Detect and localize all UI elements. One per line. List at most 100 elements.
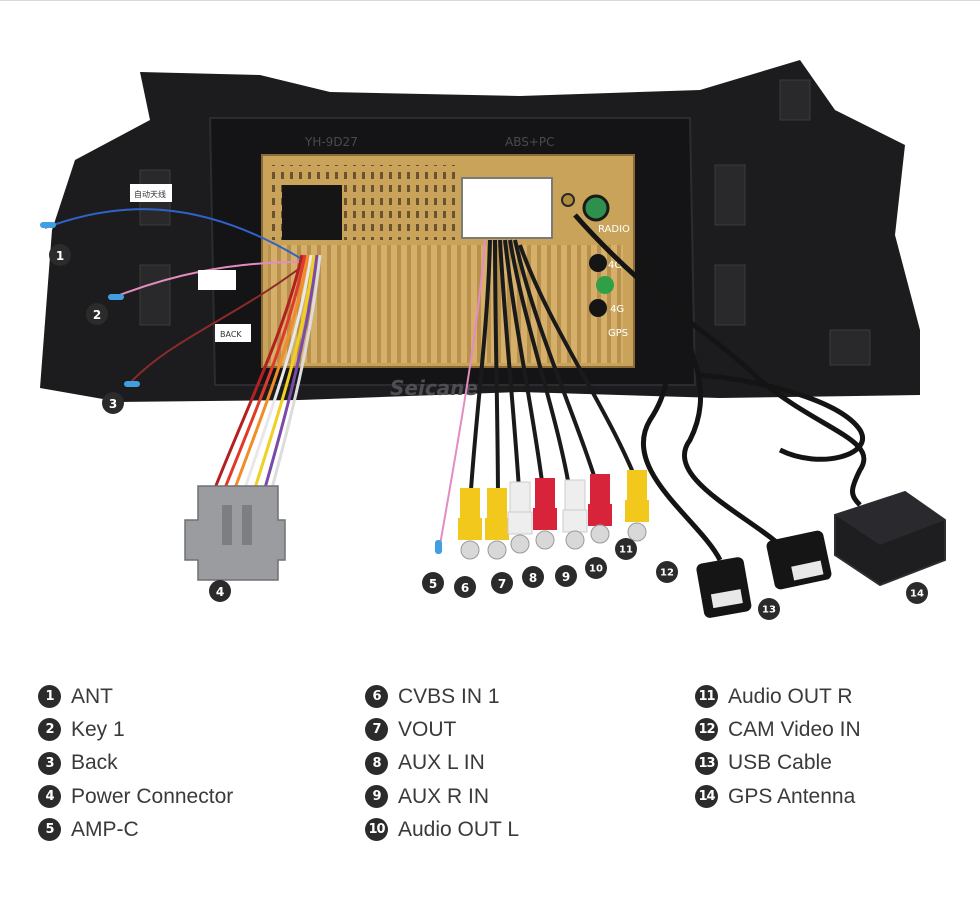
legend-item: 3 Back — [38, 747, 358, 780]
svg-text:12: 12 — [660, 568, 674, 579]
av-harness — [439, 239, 642, 546]
svg-text:BACK: BACK — [220, 330, 242, 339]
panel-print-left: YH-9D27 — [304, 135, 358, 149]
svg-text:5: 5 — [429, 577, 437, 591]
legend-label: VOUT — [398, 717, 457, 741]
ant-lead-tip — [40, 222, 56, 228]
legend-number-badge: 9 — [365, 785, 388, 809]
legend-label: AMP-C — [71, 817, 139, 841]
legend-number-badge: 1 — [38, 685, 61, 709]
marker-3: 3 — [102, 392, 124, 414]
rca-audio-out-r — [588, 474, 612, 544]
legend-number-badge: 13 — [695, 751, 718, 775]
legend-label: GPS Antenna — [728, 784, 856, 808]
legend-item: 1 ANT — [38, 680, 358, 713]
panel-print-right: ABS+PC — [505, 135, 555, 149]
legend-label: USB Cable — [728, 751, 832, 775]
rca-cam-video-in — [625, 470, 649, 542]
power-connector-plug — [184, 485, 286, 581]
legend-item: 5 AMP-C — [38, 813, 358, 846]
radio-label: RADIO — [598, 224, 630, 235]
marker-7: 7 — [491, 572, 513, 594]
main-harness-socket — [461, 177, 553, 239]
marker-11: 11 — [615, 538, 637, 560]
marker-6: 6 — [454, 576, 476, 598]
legend-number-badge: 11 — [695, 685, 718, 709]
watermark: Seicane — [390, 376, 478, 400]
gps-label: GPS — [608, 328, 628, 339]
marker-1: 1 — [49, 244, 71, 266]
marker-4: 4 — [209, 580, 231, 602]
rca-plugs — [458, 470, 649, 560]
svg-text:4: 4 — [216, 585, 224, 599]
rca-audio-out-l — [562, 479, 588, 550]
legend-label: CVBS IN 1 — [398, 684, 500, 708]
marker-13: 13 — [758, 598, 780, 620]
back-lead-tip — [124, 381, 140, 387]
key-tag — [198, 270, 236, 290]
radio-socket — [582, 194, 610, 222]
wiring-diagram: YH-9D27 ABS+PC RADIO 4G 4G GPS Seicane 自… — [40, 60, 946, 620]
svg-text:9: 9 — [562, 570, 570, 584]
legend-number-badge: 8 — [365, 751, 388, 775]
lte-socket — [589, 254, 607, 272]
svg-text:自动天线: 自动天线 — [134, 189, 166, 199]
marker-14: 14 — [906, 582, 928, 604]
usb-gps-cables — [573, 213, 867, 562]
lte-socket-2 — [589, 299, 607, 317]
svg-text:11: 11 — [619, 545, 633, 556]
lte-label-2: 4G — [610, 304, 624, 315]
legend-item: 9 AUX R IN — [365, 780, 685, 813]
key-lead-tip — [108, 294, 124, 300]
top-divider — [0, 0, 980, 1]
svg-text:1: 1 — [56, 249, 64, 263]
legend-item: 8 AUX L IN — [365, 747, 685, 780]
legend-number-badge: 3 — [38, 751, 61, 775]
legend-label: AUX L IN — [398, 751, 485, 775]
legend-number-badge: 14 — [695, 785, 718, 809]
svg-text:2: 2 — [93, 308, 101, 322]
legend-label: ANT — [71, 684, 113, 708]
rca-cvbs-in-1 — [458, 488, 482, 560]
marker-8: 8 — [522, 566, 544, 588]
legend-number-badge: 4 — [38, 785, 61, 809]
amp-lead-tip — [435, 540, 442, 554]
rca-aux-l-in — [507, 481, 533, 554]
legend-number-badge: 12 — [695, 718, 718, 742]
power-harness — [213, 254, 322, 489]
power-socket — [282, 185, 342, 240]
legend-label: Audio OUT R — [728, 684, 853, 708]
svg-text:6: 6 — [461, 581, 469, 595]
lte-green-socket — [596, 276, 614, 294]
head-unit: RADIO 4G 4G GPS — [261, 154, 635, 368]
svg-text:14: 14 — [910, 589, 924, 600]
svg-text:7: 7 — [498, 577, 506, 591]
legend-label: AUX R IN — [398, 784, 490, 808]
rca-vout — [485, 488, 509, 560]
legend-item: 11 Audio OUT R — [695, 680, 980, 713]
svg-text:8: 8 — [529, 571, 537, 585]
marker-9: 9 — [555, 565, 577, 587]
legend-label: Audio OUT L — [398, 817, 520, 841]
legend-number-badge: 5 — [38, 818, 61, 842]
legend-number-badge: 6 — [365, 685, 388, 709]
legend-item: 10 Audio OUT L — [365, 813, 685, 846]
legend-number-badge: 10 — [365, 818, 388, 842]
legend-label: Back — [71, 751, 118, 775]
svg-text:3: 3 — [109, 397, 117, 411]
usb-plug-2 — [766, 530, 832, 590]
rca-aux-r-in — [533, 478, 557, 550]
marker-12: 12 — [656, 561, 678, 583]
svg-text:13: 13 — [762, 605, 776, 616]
marker-5: 5 — [422, 572, 444, 594]
legend-item: 14 GPS Antenna — [695, 780, 980, 813]
svg-text:10: 10 — [589, 564, 603, 575]
